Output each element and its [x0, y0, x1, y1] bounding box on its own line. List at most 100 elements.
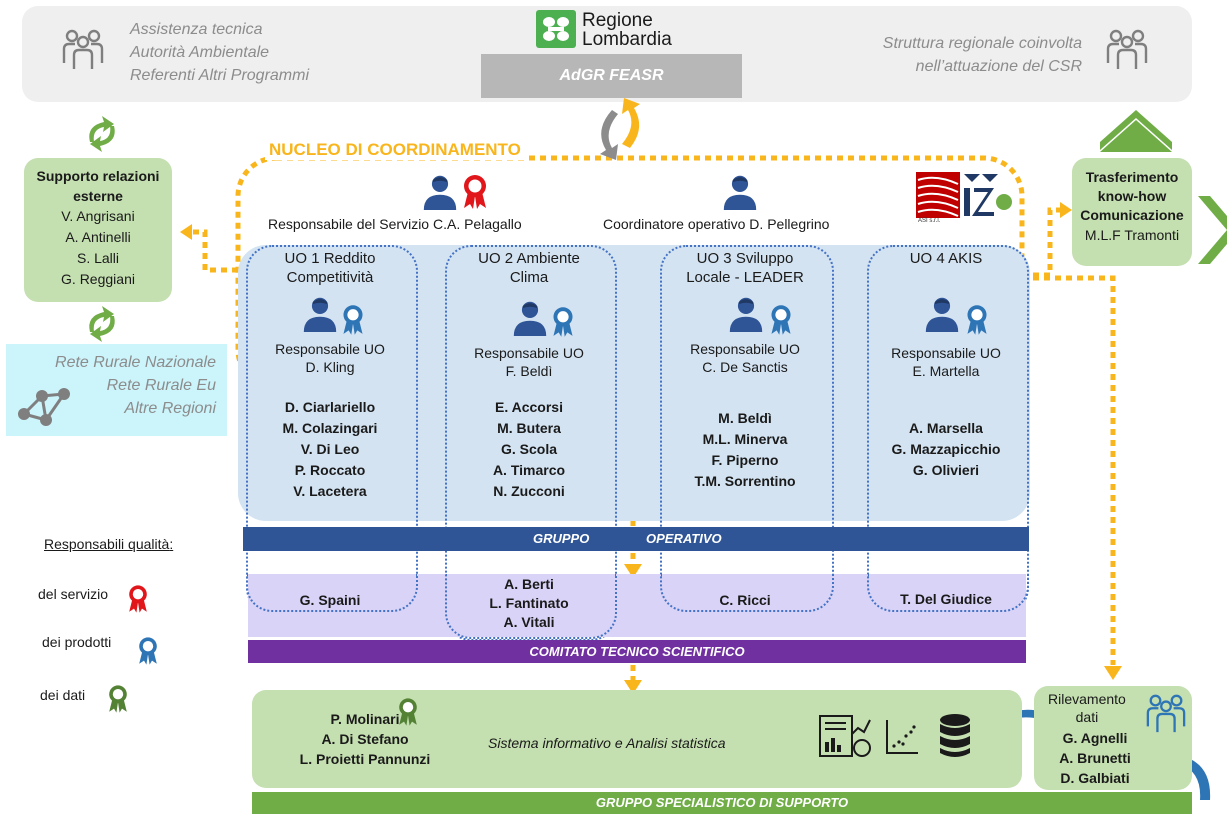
member: G. Scola	[500, 441, 558, 457]
quality-dati: dei dati	[40, 687, 86, 703]
rilevamento-name: D. Galbiati	[1060, 770, 1130, 786]
member: T.M. Sorrentino	[694, 473, 796, 489]
trasferimento-box: Trasferimento know-how Comunicazione M.L…	[1072, 158, 1192, 266]
member: E. Accorsi	[495, 399, 563, 415]
uo3-responsabile: Responsabile UO C. De Sanctis	[660, 340, 830, 376]
quality-prodotti: dei prodotti	[42, 634, 112, 650]
nucleo-title: NUCLEO DI COORDINAMENTO	[265, 140, 525, 160]
arrow-head	[624, 680, 642, 694]
resp-name: C. De Sanctis	[702, 359, 788, 375]
report-icon	[819, 715, 871, 757]
uo-frame-bottom	[246, 574, 418, 612]
rilevamento-name: G. Agnelli	[1062, 730, 1128, 746]
quality-title-text: Responsabili qualità	[44, 536, 170, 552]
up-arrow-yellow	[622, 98, 640, 148]
network-icon	[18, 388, 70, 426]
rilevamento-box	[1034, 686, 1192, 790]
red-ribbon-icon	[460, 174, 490, 210]
uo-title-line: Locale - LEADER	[686, 269, 804, 286]
resp-label: Responsabile UO	[690, 341, 800, 357]
sistema-box	[252, 690, 1022, 788]
connector-to-rilevamento	[1022, 275, 1116, 665]
supporto-name: V. Angrisani	[61, 208, 135, 224]
right-chevron	[1198, 196, 1227, 264]
member: V. Lacetera	[293, 483, 367, 499]
cts-uo3: C. Ricci	[719, 592, 771, 608]
red-ribbon-icon	[126, 584, 150, 614]
sistema-names: P. Molinari A. Di Stefano L. Proietti Pa…	[282, 709, 448, 769]
quality-title: Responsabili qualità:	[44, 536, 174, 552]
header-left-line: Autorità Ambientale	[130, 44, 270, 61]
person-icon	[722, 174, 758, 210]
green-ribbon-icon	[396, 697, 420, 727]
logo-line: Lombardia	[582, 29, 672, 50]
up-chevron	[1100, 110, 1172, 150]
cts-band: COMITATO TECNICO SCIENTIFICO	[248, 640, 1026, 663]
cts-member: A. Vitali	[503, 614, 555, 630]
rete-line: Rete Rurale Eu	[106, 377, 216, 394]
uo2-responsabile: Responsabile UO F. Beldì	[445, 344, 613, 380]
member: A. Timarco	[492, 462, 566, 478]
arrow-head	[1060, 202, 1072, 218]
uo-title-line: Competitività	[286, 269, 374, 286]
member: M. Beldì	[718, 410, 772, 426]
blue-ribbon-icon	[964, 304, 990, 336]
uo-title-line: UO 3 Sviluppo	[696, 250, 794, 267]
person-icon	[924, 296, 960, 332]
sistema-name: L. Proietti Pannunzi	[299, 751, 431, 767]
up-chevron-fill	[1100, 120, 1172, 152]
blue-ribbon-icon	[136, 636, 160, 666]
exchange-cycle-icon	[82, 112, 122, 156]
arrow-head	[180, 224, 192, 240]
connector-to-supporto	[185, 229, 238, 273]
uo2-title: UO 2 Ambiente Clima	[445, 249, 613, 287]
cts-uo4: T. Del Giudice	[900, 591, 992, 607]
member: P. Roccato	[294, 462, 366, 478]
gruppo-operativo-area	[238, 245, 1030, 521]
supporto-title: Supporto relazioni	[36, 168, 160, 184]
sistema-name: A. Di Stefano	[321, 731, 409, 747]
scatter-plot-icon	[886, 720, 918, 754]
trasferimento-title: Trasferimento	[1085, 169, 1179, 185]
rilevamento-title-line: dati	[1075, 709, 1099, 725]
sistema-label: Sistema informativo e Analisi statistica	[488, 735, 726, 751]
member: A. Marsella	[909, 420, 983, 436]
uo-title-line: Clima	[509, 269, 549, 286]
uo2-members: E. Accorsi M. Butera G. Scola A. Timarco…	[445, 397, 613, 502]
header-left-line: Referenti Altri Programmi	[130, 67, 310, 84]
gruppo-operativo-band: GRUPPO OPERATIVO	[243, 527, 1029, 551]
adgr-box: AdGR FEASR	[481, 54, 742, 98]
uo-title-line: UO 2 Ambiente	[478, 250, 580, 267]
uo1-title: UO 1 Reddito Competitività	[246, 249, 414, 287]
uo3-title: UO 3 Sviluppo Locale - LEADER	[660, 249, 830, 287]
resp-name: E. Martella	[912, 363, 980, 379]
responsabile-servizio: Responsabile del Servizio C.A. Pelagallo	[268, 216, 522, 232]
supporto-title: esterne	[73, 188, 123, 204]
database-icon	[940, 714, 970, 757]
asi-label: ASI s.r.l.	[918, 218, 941, 224]
uo-title-line: UO 1 Reddito	[284, 250, 376, 267]
member: M.L. Minerva	[702, 431, 788, 447]
member: G. Olivieri	[912, 462, 980, 478]
arrow-head	[624, 564, 642, 578]
header-left-line: Assistenza tecnica	[130, 21, 263, 38]
uo3-members: M. Beldì M.L. Minerva F. Piperno T.M. So…	[660, 408, 830, 492]
rilevamento-title-line: Rilevamento	[1048, 691, 1126, 707]
header-right-line: Struttura regionale coinvolta	[882, 35, 1082, 52]
uo-frame-bottom	[445, 574, 617, 639]
header-right-line: nell’attuazione del CSR	[915, 58, 1082, 75]
cts-area	[248, 574, 1026, 637]
rete-line: Altre Regioni	[124, 400, 216, 417]
sistema-name: P. Molinari	[330, 711, 400, 727]
rete-text: Rete Rurale Nazionale Rete Rurale Eu Alt…	[20, 351, 216, 420]
rilevamento-name: A. Brunetti	[1059, 750, 1131, 766]
blue-ribbon-icon	[550, 306, 576, 338]
member: G. Mazzapicchio	[891, 441, 1001, 457]
resp-label: Responsabile UO	[891, 345, 1001, 361]
cts-uo1: G. Spaini	[299, 592, 361, 608]
member: M. Butera	[497, 420, 561, 436]
blue-ribbon-icon	[340, 304, 366, 336]
uo-frame-bottom	[867, 574, 1029, 612]
member: N. Zucconi	[493, 483, 565, 499]
resp-label: Responsabile UO	[474, 345, 584, 361]
